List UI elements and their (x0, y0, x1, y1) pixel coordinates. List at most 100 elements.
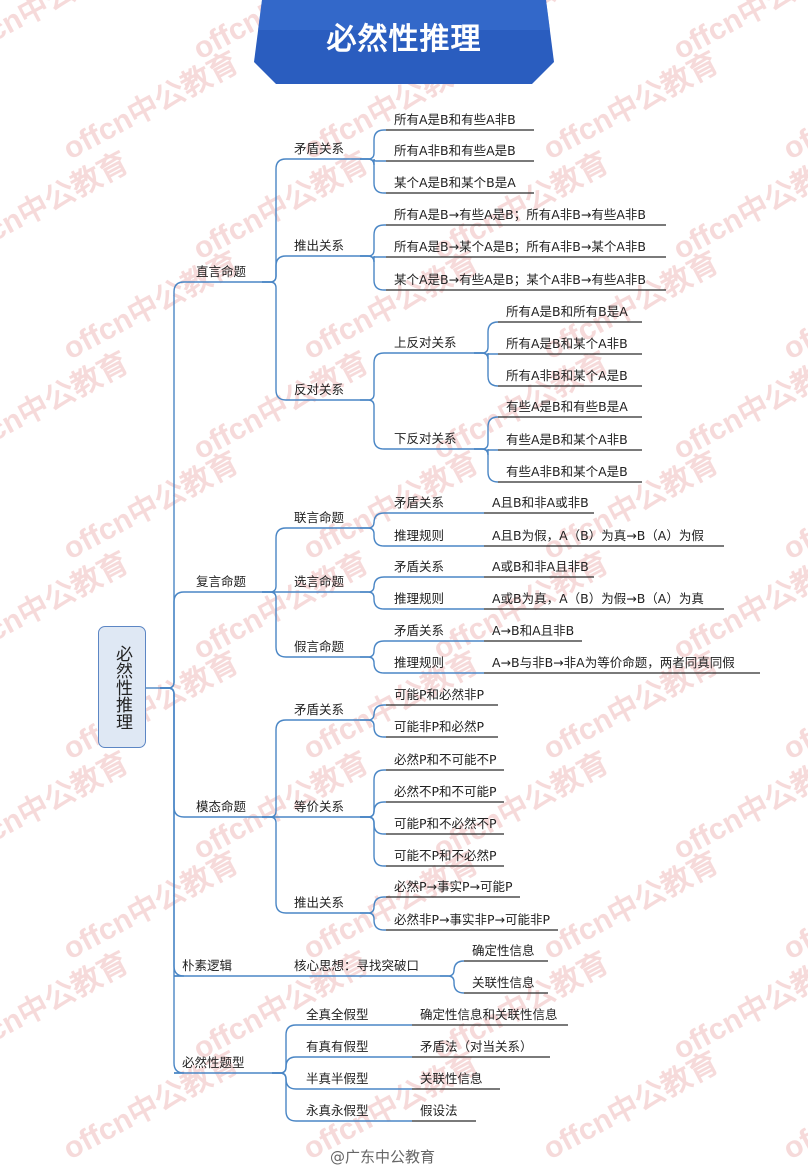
branch-line (272, 1024, 298, 1074)
branch-line (262, 158, 287, 283)
branch-line (474, 416, 499, 450)
branch-line (360, 816, 386, 867)
leaf-node: A或B和非A且非B (492, 559, 589, 574)
leaf-node: 必然P和不可能不P (394, 752, 497, 767)
subtopic-node: 核心思想：寻找突破口 (294, 958, 420, 973)
leaf-node: A且B为假，A（B）为真→B（A）为假 (492, 528, 704, 543)
subtopic-node: 推出关系 (294, 895, 345, 910)
relation-node: 推理规则 (394, 591, 445, 606)
subtopic-node: 假言命题 (294, 639, 345, 654)
branch-line (440, 960, 465, 977)
branch-line (474, 352, 499, 387)
subtopic-node: 永真永假型 (306, 1103, 369, 1118)
category-node: 模态命题 (196, 799, 247, 814)
leaf-node: 某个A是B和某个B是A (394, 175, 516, 190)
leaf-node: 可能P和不必然不P (394, 816, 497, 831)
category-node: 朴素逻辑 (182, 958, 233, 973)
branch-line (262, 591, 287, 658)
leaf-node: 所有A非B和某个A是B (506, 368, 628, 383)
subtopic-node: 推出关系 (294, 238, 345, 253)
leaf-node: 所有A是B和某个A非B (506, 336, 628, 351)
subtopic-node: 矛盾关系 (294, 141, 345, 156)
branch-line (360, 704, 386, 721)
leaf-node: 所有A是B和所有B是A (506, 304, 628, 319)
leaf-node: 有些A非B和某个A是B (506, 464, 628, 479)
branch-line (360, 527, 386, 547)
title-banner (254, 0, 554, 84)
branch-line (360, 912, 386, 931)
branch-line (160, 687, 185, 1074)
leaf-node: 所有A是B和有些A非B (394, 112, 516, 127)
branch-line (360, 576, 386, 593)
branch-line (474, 321, 499, 354)
branch-line (272, 1056, 298, 1074)
leaf-node: 某个A是B→有些A是B；某个A非B→有些A非B (394, 272, 646, 287)
branch-line (360, 352, 386, 401)
category-node: 复言命题 (196, 574, 247, 589)
weibo-footer: @广东中公教育 (330, 1148, 436, 1166)
subtopic-node: 全真全假型 (306, 1007, 369, 1022)
subtopic-node: 半真半假型 (306, 1071, 369, 1086)
branch-line (360, 769, 386, 818)
branch-line (360, 399, 386, 450)
relation-node: 上反对关系 (394, 335, 457, 350)
leaf-node: 确定性信息和关联性信息 (420, 1007, 558, 1022)
page-title: 必然性推理 (326, 22, 482, 57)
leaf-node: 所有A非B和有些A是B (394, 143, 516, 158)
relation-node: 推理规则 (394, 528, 445, 543)
relation-node: 矛盾关系 (394, 559, 445, 574)
leaf-node: 所有A是B→有些A是B；所有A非B→有些A非B (394, 207, 646, 222)
leaf-node: 确定性信息 (472, 943, 535, 958)
leaf-node: A→B和A且非B (492, 623, 575, 638)
leaf-node: A且B和非A或非B (492, 495, 589, 510)
branch-line (360, 129, 386, 160)
relation-node: 矛盾关系 (394, 623, 445, 638)
branch-line (262, 255, 287, 283)
branch-line (360, 591, 386, 610)
leaf-node: 有些A是B和有些B是A (506, 399, 628, 414)
branch-line (360, 719, 386, 738)
branch-line (360, 512, 386, 529)
subtopic-node: 有真有假型 (306, 1039, 369, 1054)
relation-node: 下反对关系 (394, 431, 457, 446)
leaf-node: 关联性信息 (472, 975, 535, 990)
branch-line (474, 448, 499, 483)
branch-line (360, 656, 386, 674)
branch-line (440, 975, 465, 994)
branch-line (262, 816, 287, 914)
branch-line (160, 591, 188, 689)
category-node: 直言命题 (196, 264, 247, 279)
relation-node: 矛盾关系 (394, 495, 445, 510)
subtopic-node: 矛盾关系 (294, 702, 345, 717)
branch-line (360, 896, 386, 914)
branch-line (360, 158, 386, 194)
leaf-node: 假设法 (420, 1103, 458, 1118)
branch-line (360, 224, 386, 257)
leaf-node: 矛盾法（对当关系） (420, 1039, 533, 1054)
branch-line (360, 255, 386, 291)
root-node: 必然性推理 (98, 626, 146, 748)
branch-line (272, 1072, 298, 1122)
leaf-node: 必然不P和不可能P (394, 784, 497, 799)
category-node: 必然性题型 (182, 1055, 245, 1070)
leaf-node: 所有A是B→某个A是B；所有A非B→某个A非B (394, 239, 646, 254)
branch-line (360, 640, 386, 658)
leaf-node: A→B与非B→非A为等价命题，两者同真同假 (492, 655, 735, 670)
subtopic-node: 等价关系 (294, 799, 345, 814)
leaf-node: 关联性信息 (420, 1071, 483, 1086)
branch-line (262, 719, 287, 818)
leaf-node: 可能不P和不必然P (394, 848, 497, 863)
branch-line (262, 527, 287, 593)
relation-node: 推理规则 (394, 655, 445, 670)
branch-line (360, 801, 386, 818)
leaf-node: 必然P→事实P→可能P (394, 879, 513, 894)
leaf-node: 可能P和必然非P (394, 687, 485, 702)
branch-line (160, 687, 185, 977)
leaf-node: 必然非P→事实非P→可能非P (394, 912, 551, 927)
leaf-node: A或B为真，A（B）为假→B（A）为真 (492, 591, 704, 606)
leaf-node: 可能非P和必然P (394, 719, 485, 734)
subtopic-node: 选言命题 (294, 574, 345, 589)
leaf-node: 有些A是B和某个A非B (506, 432, 628, 447)
